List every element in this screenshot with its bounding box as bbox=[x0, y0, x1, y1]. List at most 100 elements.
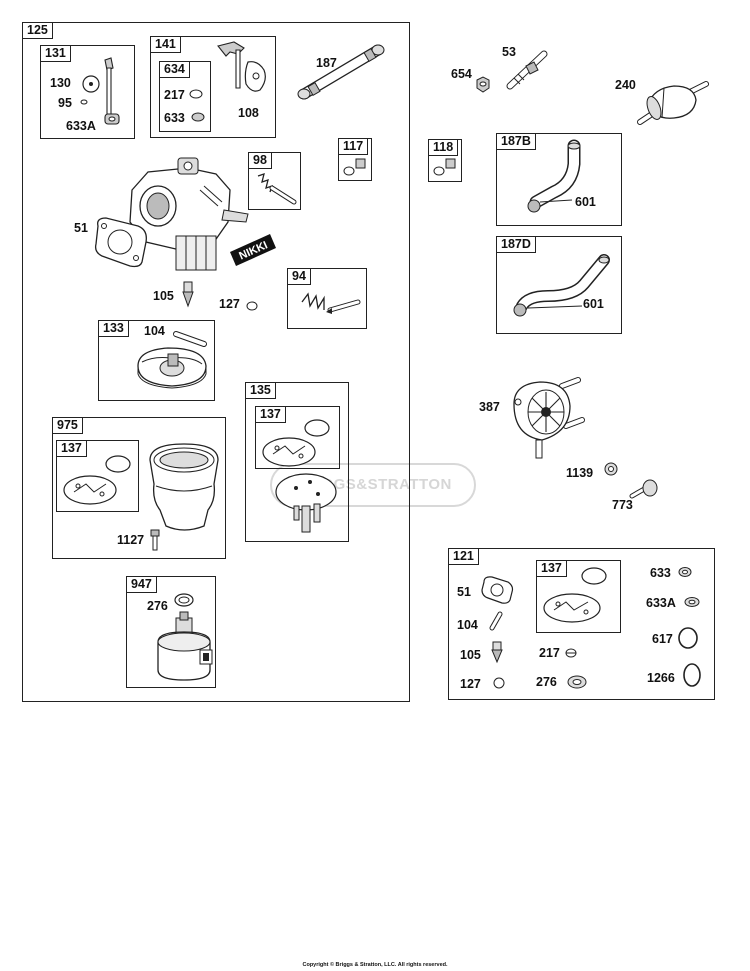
group-135-box: 135 bbox=[245, 382, 349, 542]
kit-washer-633a-drawing bbox=[683, 596, 701, 608]
group-947-box: 947 bbox=[126, 576, 216, 688]
part-1139-label: 1139 bbox=[566, 466, 594, 480]
kit-gasket-51-drawing bbox=[480, 574, 516, 606]
gasket-set-drawing-c bbox=[540, 568, 620, 630]
gasket-51-drawing bbox=[92, 214, 152, 270]
group-137-box-c: 137 bbox=[536, 560, 621, 633]
kit-spring-217-drawing bbox=[564, 646, 578, 660]
kit-needle-105-drawing bbox=[491, 642, 503, 664]
float-assembly-drawing bbox=[132, 326, 212, 392]
group-117-label: 117 bbox=[338, 138, 369, 155]
group-187b-box: 187B bbox=[496, 133, 622, 226]
group-121-label: 121 bbox=[448, 548, 479, 565]
part-217-label: 217 bbox=[164, 88, 185, 102]
part-117-nut-drawing bbox=[342, 156, 370, 178]
group-137-label-b: 137 bbox=[56, 440, 87, 457]
part-654-label: 654 bbox=[451, 67, 472, 81]
part-104-label: 104 bbox=[144, 324, 165, 338]
kit-217-label: 217 bbox=[539, 646, 560, 660]
nikki-decal: NIKKI bbox=[230, 234, 276, 266]
part-773-label: 773 bbox=[612, 498, 633, 512]
group-137-label-c: 137 bbox=[536, 560, 567, 577]
kit-oring-617-drawing bbox=[676, 626, 700, 650]
float-bowl-plate-drawing bbox=[272, 470, 342, 538]
part-95-label: 95 bbox=[58, 96, 72, 110]
group-118-label: 118 bbox=[428, 139, 459, 156]
part-276-label: 276 bbox=[147, 599, 168, 613]
kit-617-label: 617 bbox=[652, 632, 673, 646]
part-187-label: 187 bbox=[316, 56, 337, 70]
kit-1266-label: 1266 bbox=[647, 671, 675, 685]
pin-773-drawing bbox=[626, 478, 660, 502]
group-117-box: 117 bbox=[338, 138, 372, 181]
group-125-box: 125 bbox=[22, 22, 410, 702]
kit-104-label: 104 bbox=[457, 618, 478, 632]
kit-washer-633-drawing bbox=[677, 566, 693, 578]
group-187b-label: 187B bbox=[496, 133, 536, 150]
group-133-box: 133 bbox=[98, 320, 215, 401]
group-131-label: 131 bbox=[40, 45, 71, 62]
carburetor-body-drawing bbox=[118, 150, 253, 270]
mixture-screw-spring-drawing bbox=[298, 288, 364, 314]
fuel-line-187-drawing bbox=[292, 36, 392, 108]
fuel-pump-387-drawing bbox=[506, 374, 586, 460]
group-975-label: 975 bbox=[52, 417, 83, 434]
gasket-set-drawing-b bbox=[58, 452, 138, 510]
group-131-box: 131 bbox=[40, 45, 135, 139]
group-125-label: 125 bbox=[22, 22, 53, 39]
part-1127-label: 1127 bbox=[117, 533, 145, 547]
fuel-line-187b-drawing bbox=[510, 140, 590, 222]
kit-51-label: 51 bbox=[457, 585, 471, 599]
part-601-label-a: 601 bbox=[575, 195, 596, 209]
choke-shaft-assembly-drawing bbox=[186, 40, 276, 120]
kit-633-label: 633 bbox=[650, 566, 671, 580]
group-118-box: 118 bbox=[428, 139, 462, 182]
kit-276-label: 276 bbox=[536, 675, 557, 689]
part-633-label: 633 bbox=[164, 111, 185, 125]
fuel-line-187d-drawing bbox=[504, 250, 614, 324]
group-133-label: 133 bbox=[98, 320, 129, 337]
group-94-label: 94 bbox=[287, 268, 311, 285]
gasket-set-drawing-a bbox=[259, 418, 339, 468]
fitting-53-drawing bbox=[500, 48, 552, 94]
group-947-label: 947 bbox=[126, 576, 157, 593]
part-387-label: 387 bbox=[479, 400, 500, 414]
kit-oring-1266-drawing bbox=[681, 662, 703, 688]
bolt-1127-drawing bbox=[149, 530, 161, 552]
kit-clip-127-drawing bbox=[492, 676, 506, 690]
fuel-filter-240-drawing bbox=[630, 78, 714, 130]
group-187d-box: 187D bbox=[496, 236, 622, 334]
group-98-label: 98 bbox=[248, 152, 272, 169]
float-bowl-drawing bbox=[144, 440, 222, 536]
group-94-box: 94 bbox=[287, 268, 367, 329]
part-240-label: 240 bbox=[615, 78, 636, 92]
idle-screw-spring-drawing bbox=[254, 170, 300, 206]
part-53-label: 53 bbox=[502, 45, 516, 59]
group-141-label: 141 bbox=[150, 36, 181, 53]
group-137-label-a: 137 bbox=[255, 406, 286, 423]
group-187d-label: 187D bbox=[496, 236, 536, 253]
fuel-solenoid-drawing bbox=[146, 590, 216, 684]
part-601-label-b: 601 bbox=[583, 297, 604, 311]
nut-654-drawing bbox=[474, 76, 492, 94]
part-108-label: 108 bbox=[238, 106, 259, 120]
kit-105-label: 105 bbox=[460, 648, 481, 662]
group-98-box: 98 bbox=[248, 152, 301, 210]
part-118-nut-drawing bbox=[432, 156, 460, 178]
throttle-shaft-assembly-drawing bbox=[75, 52, 135, 132]
part-633a-label: 633A bbox=[66, 119, 96, 133]
group-634-label: 634 bbox=[159, 61, 190, 78]
clip-127-drawing bbox=[245, 300, 259, 312]
kit-127-label: 127 bbox=[460, 677, 481, 691]
needle-valve-105-drawing bbox=[181, 282, 195, 308]
kit-pin-104-drawing bbox=[488, 610, 504, 632]
group-137-box-b: 137 bbox=[56, 440, 139, 512]
washer-1139-drawing bbox=[603, 461, 619, 477]
copyright-footer: Copyright © Briggs & Stratton, LLC. All … bbox=[302, 962, 448, 968]
part-130-label: 130 bbox=[50, 76, 71, 90]
group-135-label: 135 bbox=[245, 382, 276, 399]
group-121-box: 121 bbox=[448, 548, 715, 700]
group-975-box: 975 bbox=[52, 417, 226, 559]
kit-633a-label: 633A bbox=[646, 596, 676, 610]
part-105-label: 105 bbox=[153, 289, 174, 303]
